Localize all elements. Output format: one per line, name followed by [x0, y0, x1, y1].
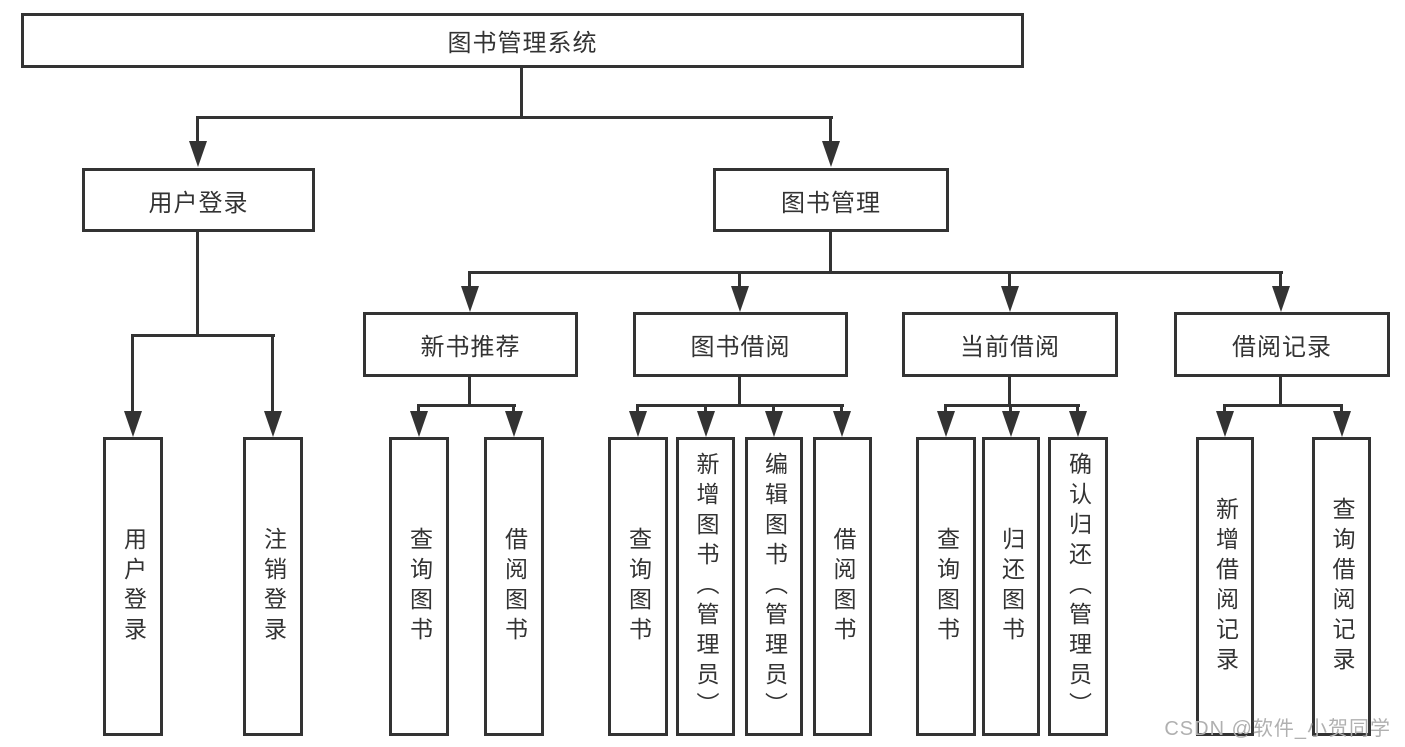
- node-book-borrow-label: 图书借阅: [690, 334, 791, 361]
- arrow-down-icon: [1069, 411, 1087, 437]
- connector-leaf-shaft: [512, 404, 515, 416]
- leaf-query-book-label: 查询图书: [406, 526, 433, 647]
- node-root: 图书管理系统: [21, 13, 1024, 68]
- arrow-down-icon: [189, 141, 207, 167]
- node-borrow-records-label: 借阅记录: [1232, 334, 1332, 361]
- arrow-down-icon: [822, 141, 840, 167]
- connector-leaf-shaft: [1009, 404, 1012, 416]
- arrow-down-icon: [124, 411, 142, 437]
- connector-user-login-hline: [131, 334, 275, 337]
- leaf-query-book-newrec: 查询图书: [389, 437, 449, 736]
- connector-level1-hline: [196, 116, 833, 119]
- leaf-logout: 注销登录: [243, 437, 303, 736]
- connector-leaf-shaft: [271, 334, 274, 413]
- node-user-login-label: 用户登录: [148, 189, 249, 217]
- node-book-mgmt-label: 图书管理: [781, 189, 881, 217]
- node-root-label: 图书管理系统: [447, 30, 598, 57]
- leaf-borrow-book-label: 借阅图书: [501, 526, 528, 647]
- node-current-borrow: 当前借阅: [902, 312, 1118, 377]
- arrow-down-icon: [264, 411, 282, 437]
- node-current-borrow-label: 当前借阅: [960, 334, 1060, 361]
- connector-book-borrow-hline: [636, 404, 844, 407]
- leaf-query-book-borrowing: 查询图书: [608, 437, 668, 736]
- arrow-down-icon: [937, 411, 955, 437]
- connector-book-borrow-shaft: [738, 271, 741, 289]
- connector-book-mgmt-stub: [829, 229, 832, 274]
- arrow-down-icon: [1002, 411, 1020, 437]
- leaf-query-borrow-record-label: 查询借阅记录: [1329, 496, 1355, 677]
- leaf-query-book-current: 查询图书: [916, 437, 976, 736]
- connector-leaf-shaft: [840, 404, 843, 416]
- arrow-down-icon: [410, 411, 428, 437]
- connector-current-borrow-stub: [1008, 374, 1011, 407]
- arrow-down-icon: [1272, 286, 1290, 312]
- leaf-add-book-label: 新增图书（管理员）: [693, 451, 719, 722]
- node-new-rec: 新书推荐: [363, 312, 578, 377]
- connector-leaf-shaft: [704, 404, 707, 416]
- leaf-confirm-return-label: 确认归还（管理员）: [1065, 451, 1092, 722]
- leaf-add-book-admin: 新增图书（管理员）: [676, 437, 735, 736]
- node-borrow-records: 借阅记录: [1174, 312, 1390, 377]
- connector-user-login-shaft: [196, 116, 199, 144]
- arrow-down-icon: [1001, 286, 1019, 312]
- node-book-mgmt: 图书管理: [713, 168, 949, 232]
- arrow-down-icon: [629, 411, 647, 437]
- connector-level2-hline: [468, 271, 1283, 274]
- leaf-logout-label: 注销登录: [260, 526, 287, 647]
- arrow-down-icon: [1216, 411, 1234, 437]
- leaf-add-borrow-record-label: 新增借阅记录: [1212, 496, 1239, 677]
- connector-leaf-shaft: [772, 404, 775, 416]
- arrow-down-icon: [765, 411, 783, 437]
- connector-current-borrow-shaft: [1008, 271, 1011, 289]
- node-book-borrow: 图书借阅: [633, 312, 848, 377]
- connector-new-rec-shaft: [468, 271, 471, 289]
- connector-leaf-shaft: [1223, 404, 1226, 416]
- leaf-user-login-label: 用户登录: [120, 526, 147, 647]
- leaf-borrow-book-newrec: 借阅图书: [484, 437, 544, 736]
- connector-leaf-shaft: [1076, 404, 1079, 416]
- connector-book-borrow-stub: [738, 374, 741, 407]
- leaf-edit-book-admin: 编辑图书（管理员）: [745, 437, 803, 736]
- leaf-user-login: 用户登录: [103, 437, 163, 736]
- arrow-down-icon: [833, 411, 851, 437]
- leaf-query-borrow-record: 查询借阅记录: [1312, 437, 1371, 736]
- arrow-down-icon: [697, 411, 715, 437]
- connector-leaf-shaft: [636, 404, 639, 416]
- arrow-down-icon: [1333, 411, 1351, 437]
- connector-new-rec-hline: [417, 404, 516, 407]
- node-user-login: 用户登录: [82, 168, 315, 232]
- node-new-rec-label: 新书推荐: [420, 334, 521, 361]
- connector-root-stub: [520, 66, 523, 119]
- leaf-borrow-book-borrowing: 借阅图书: [813, 437, 872, 736]
- connector-current-borrow-hline: [944, 404, 1080, 407]
- connector-borrow-records-stub: [1279, 374, 1282, 407]
- leaf-confirm-return-admin: 确认归还（管理员）: [1048, 437, 1108, 736]
- arrow-down-icon: [461, 286, 479, 312]
- arrow-down-icon: [731, 286, 749, 312]
- leaf-query-book-label: 查询图书: [625, 526, 652, 647]
- leaf-borrow-book-label: 借阅图书: [830, 526, 856, 647]
- leaf-add-borrow-record: 新增借阅记录: [1196, 437, 1254, 736]
- connector-user-login-stub: [196, 229, 199, 337]
- connector-book-mgmt-shaft: [829, 116, 832, 144]
- leaf-query-book-label: 查询图书: [933, 526, 960, 647]
- connector-leaf-shaft: [944, 404, 947, 416]
- connector-leaf-shaft: [131, 334, 134, 413]
- connector-leaf-shaft: [417, 404, 420, 416]
- arrow-down-icon: [505, 411, 523, 437]
- connector-borrow-records-shaft: [1279, 271, 1282, 289]
- connector-leaf-shaft: [1340, 404, 1343, 416]
- watermark-text: CSDN @软件_小贺同学: [1164, 718, 1391, 740]
- leaf-return-book: 归还图书: [982, 437, 1040, 736]
- leaf-edit-book-label: 编辑图书（管理员）: [761, 451, 788, 722]
- connector-borrow-records-hline: [1223, 404, 1343, 407]
- connector-new-rec-stub: [468, 374, 471, 407]
- leaf-return-book-label: 归还图书: [998, 526, 1025, 647]
